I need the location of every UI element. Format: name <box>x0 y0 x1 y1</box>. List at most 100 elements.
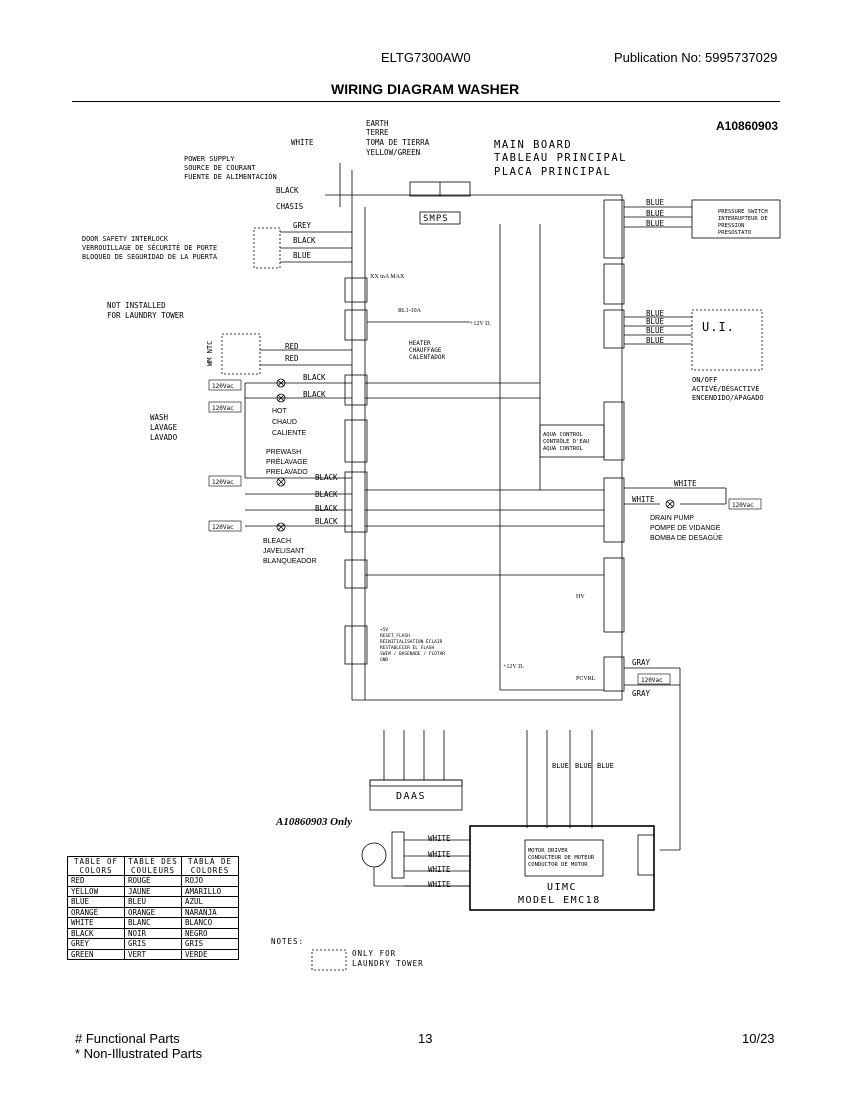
black-wire-label: BLACK <box>276 186 299 195</box>
onoff-en: ON/OFF <box>692 376 717 384</box>
page-number: 13 <box>418 1031 433 1046</box>
xx-max-label: XX mA MAX <box>370 274 405 280</box>
black-wire-label-7: BLACK <box>315 504 338 513</box>
pressure-fr2: PRESSION <box>718 223 745 229</box>
wash-es: LAVADO <box>150 433 178 442</box>
black-wire-label-8: BLACK <box>315 517 338 526</box>
blue-wire-label: BLUE <box>293 251 312 260</box>
ui-label: U.I. <box>702 320 735 334</box>
white-motor-2: WHITE <box>428 850 451 859</box>
black-wire-label-5: BLACK <box>315 473 338 482</box>
uimc-model: MODEL EMC18 <box>518 895 601 906</box>
pressure-fr1: INTERRUPTEUR DE <box>718 216 768 222</box>
blue-wire-ps-2: BLUE <box>646 209 665 218</box>
white-wire-drain-2: WHITE <box>632 495 655 504</box>
plus-12v-label: +12V D. <box>470 321 491 327</box>
power-supply-en: POWER SUPPLY <box>184 155 235 163</box>
prewash-en: PREWASH <box>266 449 301 456</box>
drain-es: BOMBA DE DESAGÜE <box>650 534 723 542</box>
only-for-label: ONLY FOR <box>352 949 396 958</box>
model-number: ELTG7300AW0 <box>381 50 471 65</box>
aqua-en: AQUA CONTROL <box>543 432 583 438</box>
drain-en: DRAIN PUMP <box>650 515 694 522</box>
earth-label-fr: TERRE <box>366 128 389 137</box>
pressure-en: PRESSURE SWITCH <box>718 209 768 215</box>
blue-wire-ps-3: BLUE <box>646 219 665 228</box>
plus-12v-label-2: +12V D. <box>503 664 524 670</box>
black-wire-label-3: BLACK <box>303 373 326 382</box>
blue-wire-ui-4: BLUE <box>646 336 665 345</box>
motor-driver-en: MOTOR DRIVER <box>528 848 568 854</box>
aqua-es: AQUA CONTROL <box>543 446 583 452</box>
relay-label: RL1-10A <box>398 308 422 314</box>
vac-label-1: 120Vac <box>212 383 234 390</box>
hot-en: HOT <box>272 408 288 415</box>
blue-wire-ps-1: BLUE <box>646 198 665 207</box>
blue-vertical-1: BLUE <box>552 762 569 770</box>
publication-number: Publication No: 5995737029 <box>614 50 778 65</box>
swim-label: SWIM / BASENADE / FLOTAR <box>380 651 445 657</box>
power-supply-es: FUENTE DE ALIMENTACIÓN <box>184 172 277 181</box>
white-motor-4: WHITE <box>428 880 451 889</box>
notes-label: NOTES: <box>271 937 304 946</box>
date-code: 10/23 <box>742 1031 775 1046</box>
prewash-fr: PRÉLAVAGE <box>266 457 308 466</box>
motor-driver-fr: CONDUCTEUR DE MOTEUR <box>528 855 595 861</box>
bleach-es: BLANQUEADOR <box>263 558 317 565</box>
heater-fr: CHAUFFAGE <box>409 347 442 354</box>
vac-label-drain: 120Vac <box>732 502 754 509</box>
blue-wire-ui-2: BLUE <box>646 317 665 326</box>
onoff-fr: ACTIVÉ/DÉSACTIVÉ <box>692 384 759 393</box>
page-title: WIRING DIAGRAM WASHER <box>331 81 520 97</box>
reset-es: RESTABLECER EL FLASH <box>380 645 434 651</box>
main-board-en: MAIN BOARD <box>494 139 572 151</box>
non-illustrated-note: * Non-Illustrated Parts <box>75 1046 203 1061</box>
aqua-fr: CONTRÔLE D'EAU <box>543 438 589 445</box>
door-lock-es: BLOQUEO DE SEGURIDAD DE LA PUERTA <box>82 253 217 261</box>
wash-fr: LAVAGE <box>150 423 178 432</box>
not-installed-en: NOT INSTALLED <box>107 301 166 310</box>
reference-code: A10860903 <box>716 119 778 133</box>
reset-5v: +5V <box>380 627 388 633</box>
uimc-label: UIMC <box>547 882 577 893</box>
blue-vertical-3: BLUE <box>597 762 614 770</box>
hv-label: HV <box>576 594 585 600</box>
bleach-en: BLEACH <box>263 538 291 545</box>
gray-wire-1: GRAY <box>632 658 651 667</box>
not-installed-tower: FOR LAUNDRY TOWER <box>107 311 184 320</box>
reset-fr: RÉINITIALISATION ÉCLAIR <box>380 637 443 645</box>
main-board-es: PLACA PRINCIPAL <box>494 166 611 178</box>
wash-en: WASH <box>150 413 169 422</box>
functional-parts-note: # Functional Parts <box>75 1031 180 1046</box>
daas-label: DAAS <box>396 791 426 802</box>
heater-es: CALENTADOR <box>409 354 446 361</box>
pressure-es: PRESOSTATO <box>718 230 751 236</box>
earth-label-en: EARTH <box>366 119 389 128</box>
earth-color: YELLOW/GREEN <box>366 148 420 157</box>
red-wire-label: RED <box>285 342 299 351</box>
title-rule <box>72 101 780 102</box>
motor-driver-es: CONDUCTOR DE MOTOR <box>528 862 588 868</box>
pcvrl-label: PCVRL <box>576 676 596 682</box>
ref-only-label: A10860903 Only <box>275 816 352 828</box>
earth-label-es: TOMA DE TIERRA <box>366 138 430 147</box>
vac-label-gray: 120Vac <box>641 677 663 684</box>
black-wire-label-4: BLACK <box>303 390 326 399</box>
grey-wire-label: GREY <box>293 221 312 230</box>
laundry-tower-label: LAUNDRY TOWER <box>352 959 424 968</box>
gray-wire-2: GRAY <box>632 689 651 698</box>
wm-ntc-label: WM NTC <box>206 341 214 366</box>
vac-label-2: 120Vac <box>212 405 234 412</box>
heater-en: HEATER <box>409 340 431 347</box>
